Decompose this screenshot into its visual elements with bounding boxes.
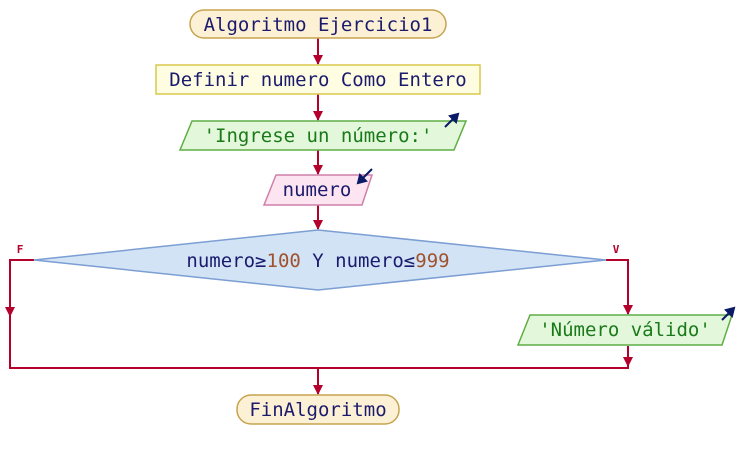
start-terminal[interactable] [189, 9, 447, 39]
output-arrow-icon [444, 112, 460, 128]
decision-condition: numero≥100 Y numero≤999 [186, 250, 449, 272]
condition-conj: Y [301, 250, 335, 272]
input-box[interactable] [262, 174, 374, 206]
condition-right-var: numero [335, 250, 404, 272]
output-valid-box[interactable] [516, 314, 734, 346]
decision-diamond[interactable] [33, 229, 607, 291]
condition-op2: ≤ [404, 250, 415, 272]
start-label: Algoritmo Ejercicio1 [204, 14, 433, 36]
define-process-box[interactable] [155, 64, 481, 95]
condition-op1: ≥ [255, 250, 266, 272]
output-valid-arrow-icon [721, 306, 736, 321]
true-branch-line-bottom [318, 346, 629, 369]
condition-num1: 100 [267, 250, 301, 272]
true-branch-line-top [606, 259, 629, 314]
input-label: numero [283, 179, 352, 201]
true-branch-label: V [613, 243, 620, 256]
output-prompt-label: 'Ingrese un número:' [204, 125, 433, 147]
end-label: FinAlgoritmo [249, 399, 386, 421]
end-terminal[interactable] [236, 394, 400, 425]
connectors [5, 38, 633, 395]
false-branch-label: F [17, 243, 24, 256]
output-valid-label: 'Número válido' [539, 319, 711, 341]
input-arrow-icon [356, 168, 373, 185]
define-label: Definir numero Como Entero [169, 69, 466, 91]
output-prompt-box[interactable] [178, 120, 468, 151]
condition-num2: 999 [415, 250, 449, 272]
condition-left-var: numero [186, 250, 255, 272]
